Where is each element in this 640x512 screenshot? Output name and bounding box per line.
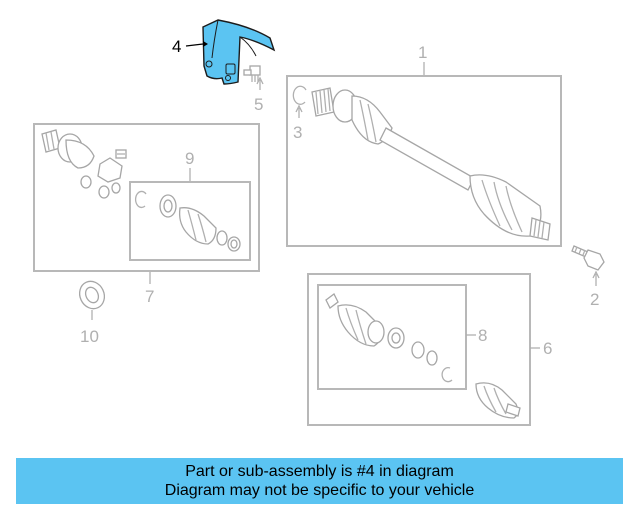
callout-label-10: 10: [80, 327, 99, 346]
box-7-inner-joint-kit: [33, 123, 260, 272]
callout-4: 4: [172, 37, 208, 56]
callout-label-1: 1: [418, 43, 427, 62]
part-4-shield[interactable]: [202, 19, 276, 85]
part-9-boot-kit[interactable]: [134, 190, 241, 252]
callout-7: 7: [145, 272, 154, 306]
part-8-boot-kit[interactable]: [325, 293, 453, 383]
callout-label-5: 5: [254, 95, 263, 114]
part-6-outer-joint[interactable]: [475, 382, 521, 419]
box-1-drive-shaft: [286, 75, 562, 247]
callout-5: 5: [254, 76, 264, 114]
callout-1: 1: [418, 43, 427, 76]
part-10-washer[interactable]: [75, 277, 109, 313]
part-1-drive-shaft[interactable]: [311, 87, 551, 241]
callout-10: 10: [80, 310, 99, 346]
callout-label-7: 7: [145, 287, 154, 306]
part-7-inner-joint[interactable]: [41, 129, 127, 199]
banner-line-1: Part or sub-assembly is #4 in diagram: [185, 463, 454, 480]
callout-8: 8: [466, 326, 487, 345]
box-8-boot-kit: [317, 284, 467, 390]
callout-label-9: 9: [185, 149, 194, 168]
callout-label-4: 4: [172, 37, 181, 56]
box-9-boot-kit: [129, 181, 251, 261]
callout-9: 9: [185, 149, 194, 182]
callout-label-8: 8: [478, 326, 487, 345]
part-3-circlip[interactable]: [292, 85, 307, 105]
callout-label-6: 6: [543, 339, 552, 358]
info-banner: Part or sub-assembly is #4 in diagram Di…: [16, 458, 623, 504]
callout-3: 3: [293, 104, 303, 142]
callout-label-3: 3: [293, 123, 302, 142]
banner-line-2: Diagram may not be specific to your vehi…: [164, 482, 475, 499]
callout-2: 2: [590, 270, 600, 309]
part-5-bolt[interactable]: [243, 65, 261, 82]
part-2-bolt[interactable]: [571, 245, 605, 271]
box-6-outer-joint-kit: [307, 273, 531, 426]
callout-6: 6: [530, 339, 552, 358]
callout-label-2: 2: [590, 290, 599, 309]
